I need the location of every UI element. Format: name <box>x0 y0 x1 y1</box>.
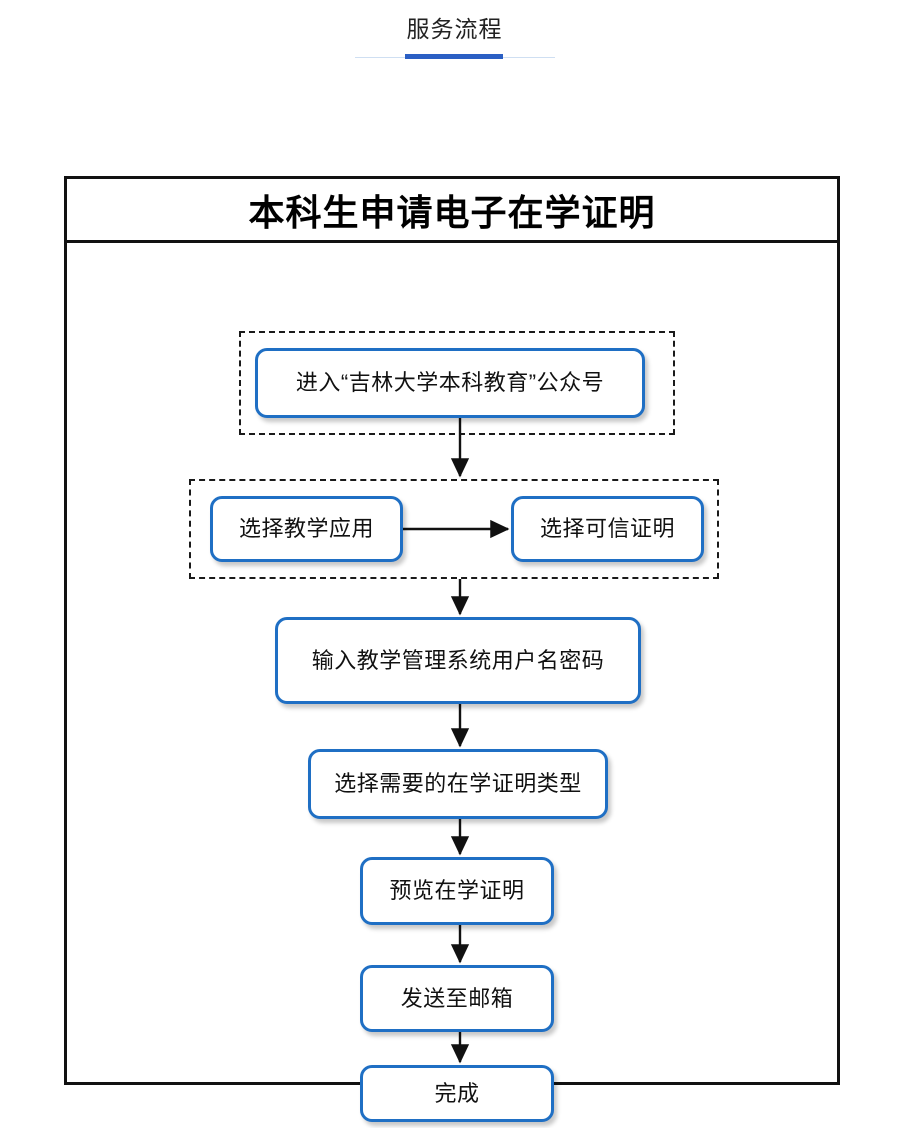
node-label: 预览在学证明 <box>389 878 525 903</box>
node-label: 完成 <box>434 1080 480 1106</box>
node-label: 进入“吉林大学本科教育”公众号 <box>295 370 605 395</box>
node-label: 输入教学管理系统用户名密码 <box>311 647 605 673</box>
node-select-cert-type[interactable]: 选择需要的在学证明类型 <box>308 749 608 819</box>
node-send-to-email[interactable]: 发送至邮箱 <box>360 965 554 1032</box>
page-header: 服务流程 <box>0 0 909 70</box>
node-select-teaching-app[interactable]: 选择教学应用 <box>210 496 403 562</box>
node-select-trusted-cert[interactable]: 选择可信证明 <box>511 496 704 562</box>
node-input-credentials[interactable]: 输入教学管理系统用户名密码 <box>275 617 641 704</box>
flowchart-frame: 本科生申请电子在学证明 进入“吉林大学本科教育”公众号 <box>64 176 840 1122</box>
group-enter-account <box>239 331 675 435</box>
header-accent-bar <box>405 54 503 59</box>
node-enter-official-account[interactable]: 进入“吉林大学本科教育”公众号 <box>255 348 645 418</box>
flowchart-title-bar: 本科生申请电子在学证明 <box>67 179 837 243</box>
node-label: 选择需要的在学证明类型 <box>334 771 582 796</box>
node-finish[interactable]: 完成 <box>360 1065 554 1122</box>
group-select-path <box>189 479 719 579</box>
node-label: 发送至邮箱 <box>400 985 514 1011</box>
flowchart-title: 本科生申请电子在学证明 <box>248 192 656 234</box>
node-label: 选择可信证明 <box>539 516 675 541</box>
node-label: 选择教学应用 <box>238 516 374 541</box>
node-preview-cert[interactable]: 预览在学证明 <box>360 857 554 925</box>
page-title: 服务流程 <box>406 16 503 42</box>
flowchart-canvas: 进入“吉林大学本科教育”公众号 选择教学应用 选择可信证明 输入教学管理系统用户… <box>67 243 837 1122</box>
